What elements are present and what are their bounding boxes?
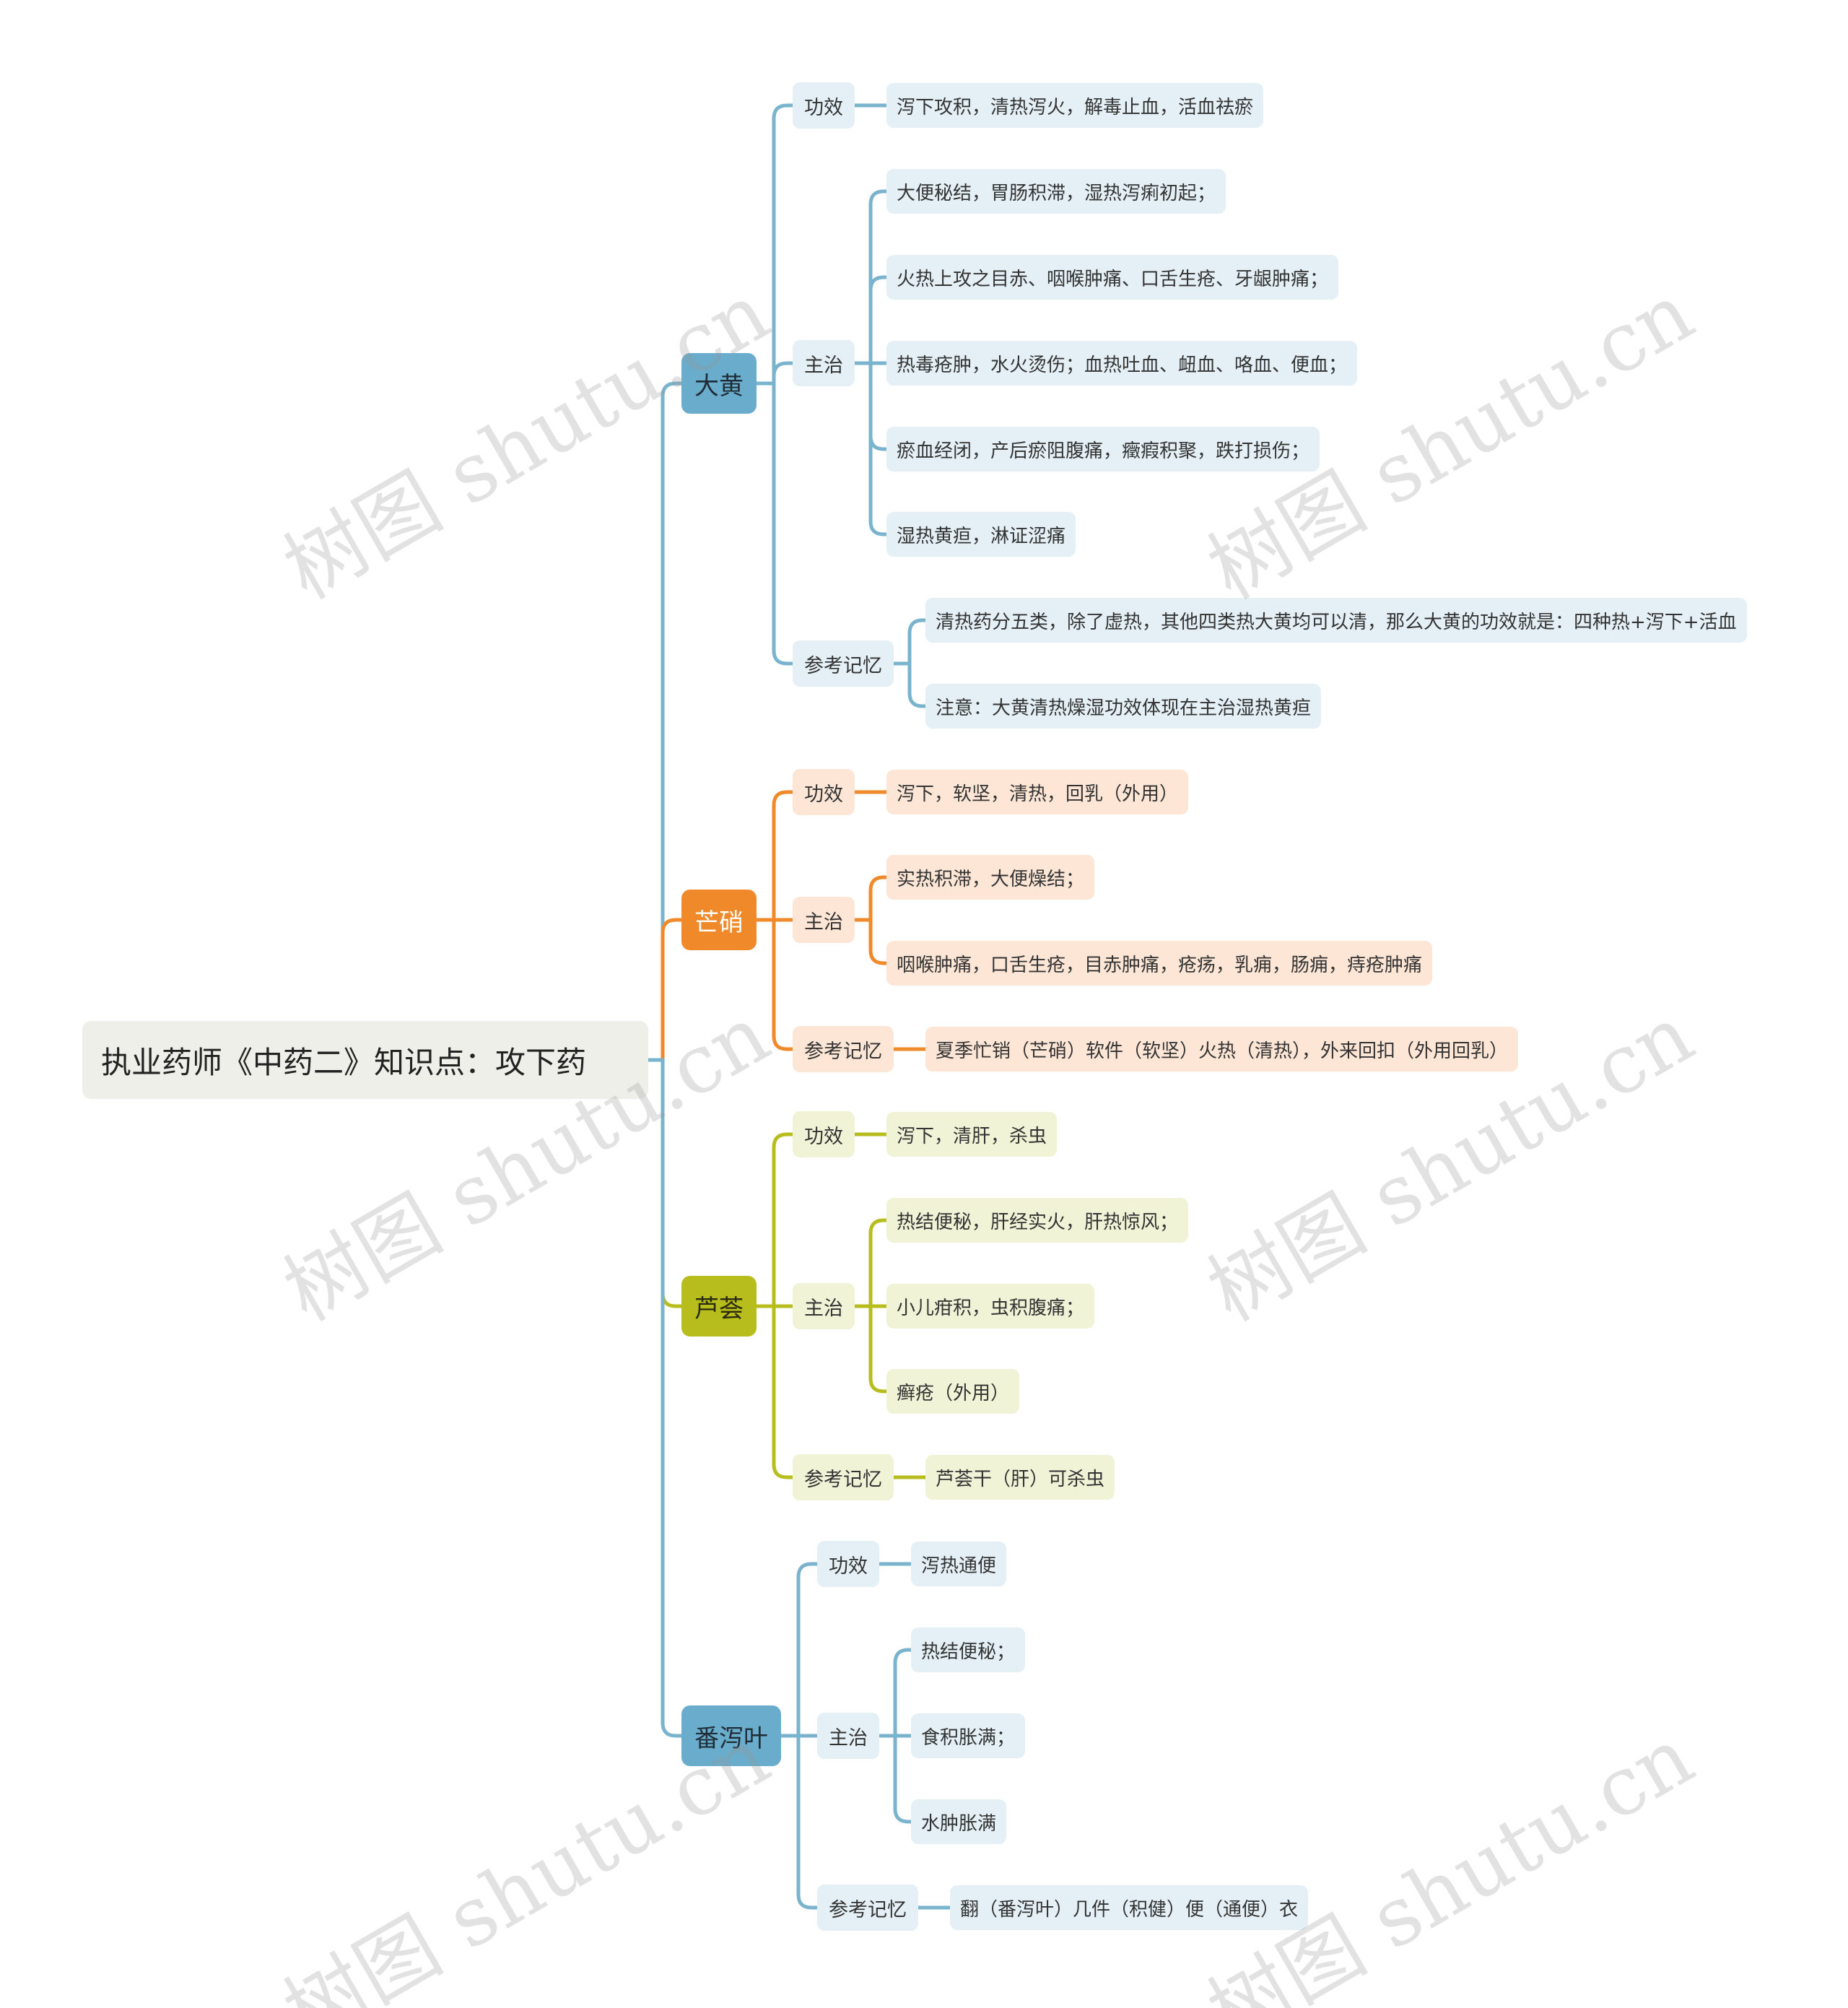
connector-line bbox=[754, 381, 795, 666]
category-efficacy[interactable]: 功效 bbox=[793, 769, 855, 815]
connector-line bbox=[646, 1058, 684, 1738]
root-topic[interactable]: 执业药师《中药二》知识点：攻下药 bbox=[82, 1021, 648, 1099]
leaf-item[interactable]: 热结便秘； bbox=[911, 1627, 1026, 1672]
connector-line bbox=[892, 618, 928, 666]
leaf-item[interactable]: 湿热黄疸，淋证涩痛 bbox=[886, 512, 1076, 557]
category-indications[interactable]: 主治 bbox=[817, 1713, 879, 1759]
connector-line bbox=[754, 1304, 795, 1479]
leaf-item[interactable]: 热毒疮肿，水火烫伤；血热吐血、衄血、咯血、便血； bbox=[886, 341, 1358, 386]
category-indications[interactable]: 主治 bbox=[793, 340, 855, 386]
connector-line bbox=[754, 790, 795, 922]
watermark: 树图 shutu.cn bbox=[1193, 1710, 1709, 2008]
connector-line bbox=[853, 1304, 889, 1394]
leaf-item[interactable]: 实热积滞，大便燥结； bbox=[886, 855, 1095, 900]
connector-line bbox=[853, 918, 889, 965]
leaf-item[interactable]: 夏季忙销（芒硝）软件（软坚）火热（清热），外来回扣（外用回乳） bbox=[925, 1027, 1519, 1072]
connector-line bbox=[754, 918, 795, 1051]
category-efficacy[interactable]: 功效 bbox=[817, 1541, 879, 1587]
drug-node-luhui[interactable]: 芦荟 bbox=[681, 1276, 757, 1337]
leaf-item[interactable]: 注意：大黄清热燥湿功效体现在主治湿热黄疸 bbox=[925, 684, 1322, 729]
connector-line bbox=[754, 361, 795, 386]
drug-node-dahuang[interactable]: 大黄 bbox=[681, 353, 757, 414]
connector-line bbox=[646, 1058, 684, 1308]
leaf-item[interactable]: 癣疮（外用） bbox=[886, 1369, 1020, 1414]
leaf-item[interactable]: 咽喉肿痛，口舌生疮，目赤肿痛，疮疡，乳痈，肠痈，痔疮肿痛 bbox=[886, 941, 1433, 986]
leaf-item[interactable]: 泻热通便 bbox=[911, 1542, 1007, 1586]
category-indications[interactable]: 主治 bbox=[793, 1283, 855, 1329]
leaf-item[interactable]: 大便秘结，胃肠积滞，湿热泻痢初起； bbox=[886, 169, 1226, 214]
connector-line bbox=[853, 1218, 889, 1308]
leaf-item[interactable]: 泻下攻积，清热泻火，解毒止血，活血祛瘀 bbox=[886, 83, 1264, 128]
leaf-item[interactable]: 小儿疳积，虫积腹痛； bbox=[886, 1284, 1095, 1329]
leaf-item[interactable]: 瘀血经闭，产后瘀阻腹痛，癥瘕积聚，跌打损伤； bbox=[886, 427, 1320, 471]
category-efficacy[interactable]: 功效 bbox=[793, 1111, 855, 1157]
connector-line bbox=[877, 1648, 913, 1738]
connector-line bbox=[853, 275, 889, 365]
leaf-item[interactable]: 清热药分五类，除了虚热，其他四类热大黄均可以清，那么大黄的功效就是：四种热+泻下… bbox=[925, 598, 1747, 643]
category-mnemonic[interactable]: 参考记忆 bbox=[793, 1026, 894, 1072]
connector-line bbox=[853, 361, 889, 451]
leaf-item[interactable]: 泻下，清肝，杀虫 bbox=[886, 1112, 1058, 1157]
category-mnemonic[interactable]: 参考记忆 bbox=[793, 1454, 894, 1500]
connector-line bbox=[877, 1734, 913, 1824]
connector-line bbox=[779, 1734, 819, 1910]
category-mnemonic[interactable]: 参考记忆 bbox=[817, 1885, 918, 1931]
connector-line bbox=[754, 1132, 795, 1308]
connector-line bbox=[853, 361, 889, 536]
leaf-item[interactable]: 火热上攻之目赤、咽喉肿痛、口舌生疮、牙龈肿痛； bbox=[886, 255, 1339, 300]
category-efficacy[interactable]: 功效 bbox=[793, 82, 855, 129]
leaf-item[interactable]: 食积胀满； bbox=[911, 1713, 1026, 1758]
connector-line bbox=[754, 103, 795, 386]
connector-line bbox=[779, 1562, 819, 1738]
leaf-item[interactable]: 翻（番泻叶）几件（积健）便（通便）衣 bbox=[950, 1885, 1309, 1930]
connector-line bbox=[853, 189, 889, 365]
leaf-item[interactable]: 芦荟干（肝）可杀虫 bbox=[925, 1455, 1115, 1500]
category-mnemonic[interactable]: 参考记忆 bbox=[793, 640, 894, 687]
drug-node-mangxiao[interactable]: 芒硝 bbox=[681, 890, 757, 950]
connector-line bbox=[646, 381, 684, 1062]
drug-node-fanxieye[interactable]: 番泻叶 bbox=[681, 1705, 781, 1766]
leaf-item[interactable]: 泻下，软坚，清热，回乳（外用） bbox=[886, 770, 1189, 814]
leaf-item[interactable]: 水肿胀满 bbox=[911, 1799, 1007, 1844]
connector-line bbox=[646, 918, 684, 1062]
leaf-item[interactable]: 热结便秘，肝经实火，肝热惊风； bbox=[886, 1198, 1189, 1243]
connector-line bbox=[853, 875, 889, 922]
connector-line bbox=[892, 661, 928, 708]
category-indications[interactable]: 主治 bbox=[793, 897, 855, 943]
watermark: 树图 shutu.cn bbox=[269, 266, 785, 618]
